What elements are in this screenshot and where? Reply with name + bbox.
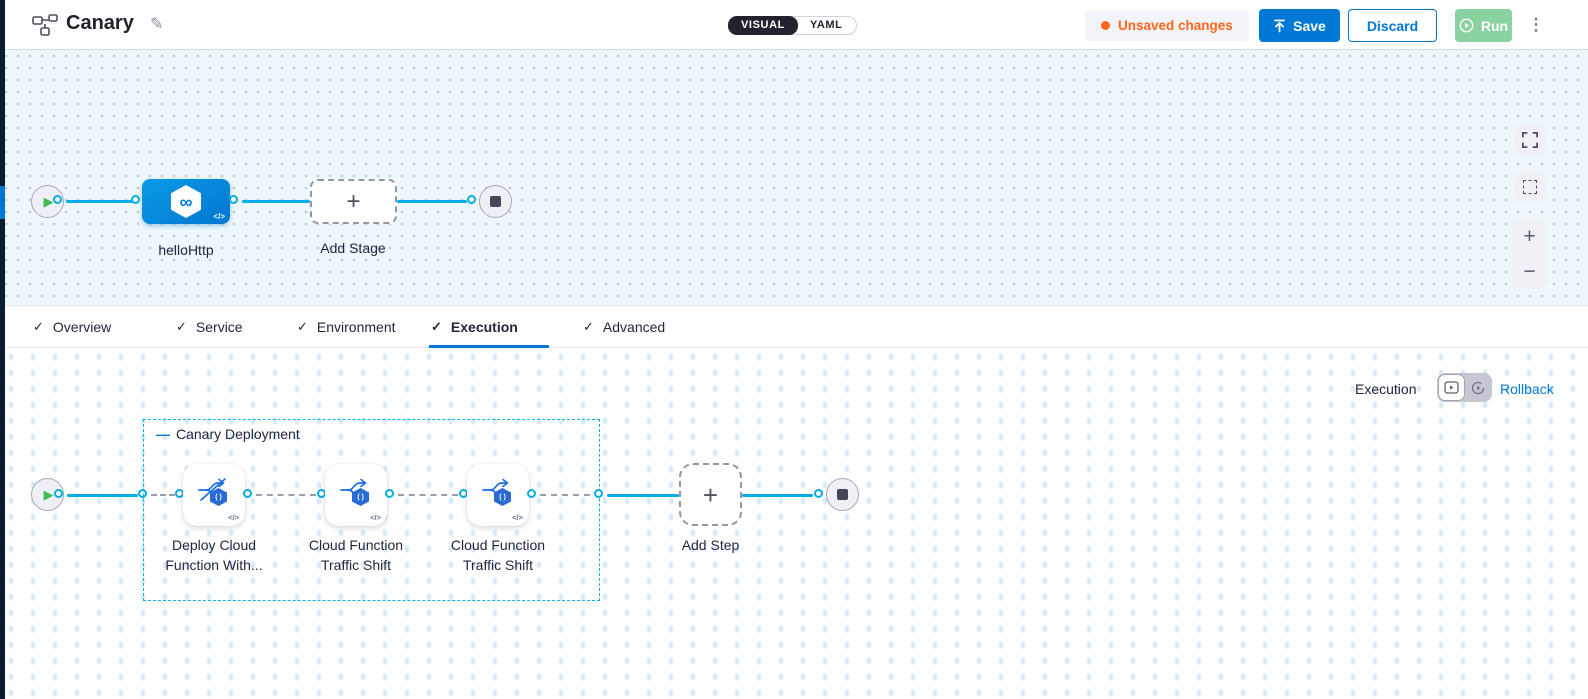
zoom-out-button[interactable]: − [1523,260,1536,283]
check-icon: ✓ [176,319,187,334]
dashed-connector [256,494,316,496]
execution-mode-label: Execution [1355,381,1417,397]
yaml-toggle[interactable]: YAML [809,19,843,31]
code-icon: </> [370,513,381,522]
run-play-icon [1459,18,1474,33]
pipeline-icon [32,14,58,36]
connector-line [742,493,813,497]
execution-canvas[interactable]: Execution Rollback ▶ ( ) </> [0,349,1588,699]
cloud-function-badge-icon: ( ) [352,488,369,506]
fullscreen-button[interactable] [1514,124,1546,156]
execution-view-icon [1444,381,1459,394]
step-group-canary-deployment[interactable]: — Canary Deployment [143,419,600,601]
add-step-label: Add Step [681,537,740,553]
rollback-link[interactable]: Rollback [1500,381,1554,397]
more-options-menu[interactable]: ⋮ [1527,15,1545,34]
code-icon: </> [512,513,523,522]
check-icon: ✓ [33,319,44,334]
unsaved-changes-label: Unsaved changes [1118,18,1233,33]
visual-yaml-toggle: VISUAL YAML [728,16,857,35]
step-traffic-shift-1[interactable]: ( ) </> [325,464,387,526]
left-nav-edge [0,0,5,699]
page-title: Canary [66,12,134,34]
rollback-view-icon [1471,381,1484,394]
end-in-port [814,489,823,498]
left-nav-edge-accent [0,186,5,219]
step-name-label: Deploy Cloud Function With... [165,537,263,573]
cloud-function-badge-icon: ( ) [210,488,227,506]
tab-advanced[interactable]: ✓ Advanced [583,319,666,335]
header-bar: Canary ✎ VISUAL YAML Unsaved changes Sav… [0,0,1588,50]
rollback-view-button[interactable] [1465,374,1491,401]
connector-line [67,493,138,497]
unsaved-dot-icon [1101,21,1110,30]
edit-pencil-icon[interactable]: ✎ [150,16,164,33]
add-stage-button[interactable]: + [310,179,397,224]
connector-line [607,493,679,497]
connector-line [66,200,137,203]
discard-button[interactable]: Discard [1348,9,1437,42]
step-name-label: Cloud Function Traffic Shift [308,537,404,573]
end-in-port [467,195,476,204]
tab-execution[interactable]: ✓ Execution [431,319,518,335]
tab-overview[interactable]: ✓ Overview [33,319,112,335]
code-icon: </> [228,513,239,522]
start-play-icon: ▶ [43,487,54,502]
group-out-port [594,489,603,498]
step-group-name: Canary Deployment [176,426,300,442]
marquee-select-button[interactable] [1514,171,1546,203]
step-traffic-shift-2[interactable]: ( ) </> [467,464,529,526]
step-out-port [385,489,394,498]
step-out-port [243,489,252,498]
start-play-icon: ▶ [43,194,54,209]
cloud-function-badge-icon: ( ) [494,488,511,506]
stage-out-port [229,195,238,204]
stage-in-port [131,195,140,204]
serverless-hexagon-icon: ∞ [171,185,201,218]
visual-toggle[interactable]: VISUAL [728,16,798,35]
marquee-icon [1523,180,1537,194]
plus-icon: + [702,479,719,510]
save-upload-icon [1274,19,1286,32]
step-name-label: Cloud Function Traffic Shift [450,537,546,573]
unsaved-changes-badge: Unsaved changes [1085,10,1249,41]
check-icon: ✓ [583,319,594,334]
add-step-button[interactable]: + [679,463,742,526]
start-out-port [53,195,62,204]
dashed-connector [398,494,458,496]
connector-line [242,200,310,203]
stop-square-icon [837,489,848,500]
stage-config-tabs: ✓ Overview ✓ Service ✓ Environment ✓ Exe… [0,306,1588,348]
collapse-group-icon[interactable]: — [156,426,170,442]
step-deploy-cloud-function[interactable]: ( ) </> [183,464,245,526]
code-icon: </> [213,212,225,221]
zoom-in-button[interactable]: + [1523,225,1536,248]
stage-node-hellohttp[interactable]: ∞ </> [142,179,230,224]
connector-line [397,200,467,203]
plus-icon: + [346,187,361,215]
step-out-port [527,489,536,498]
pipeline-end-node [479,185,512,218]
save-button[interactable]: Save [1259,9,1340,42]
check-icon: ✓ [431,319,442,334]
group-in-port [138,489,147,498]
dashed-connector [151,494,175,496]
dashed-connector [540,494,590,496]
stage-canvas[interactable]: ▶ ∞ </> helloHttp + Add Stage [0,50,1588,306]
check-icon: ✓ [297,319,308,334]
tab-environment[interactable]: ✓ Environment [297,319,396,335]
execution-rollback-toggle [1437,373,1492,402]
execution-end-node [826,478,859,511]
execution-view-button[interactable] [1438,374,1465,401]
start-out-port [54,489,63,498]
tab-service[interactable]: ✓ Service [176,319,243,335]
stop-square-icon [490,196,501,207]
zoom-controls: + − [1512,219,1547,289]
fullscreen-icon [1522,132,1538,148]
add-stage-label: Add Stage [320,240,386,256]
active-tab-underline [429,345,549,348]
run-button[interactable]: Run [1455,9,1512,42]
stage-name-label: helloHttp [158,242,214,258]
